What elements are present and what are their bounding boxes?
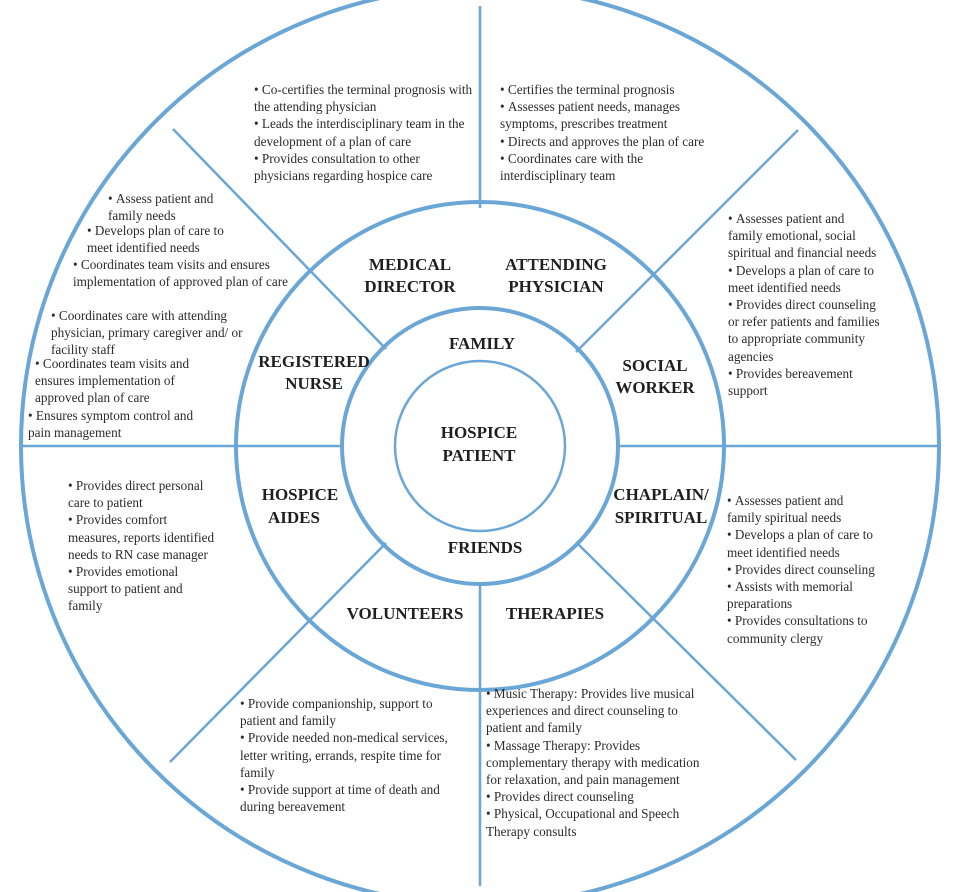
registered-nurse-duty-3: Coordinates team visits and ensures impl… xyxy=(73,256,291,290)
volunteers-label: VOLUNTEERS xyxy=(347,604,464,623)
duty-item: Certifies the terminal prognosis xyxy=(500,81,730,98)
duty-item: Provide support at time of death and dur… xyxy=(240,781,466,815)
volunteers-duties: Provide companionship, support to patien… xyxy=(240,695,466,815)
duty-item: Assess patient and family needs xyxy=(108,190,232,224)
medical-director-label-line2: DIRECTOR xyxy=(364,277,456,296)
duty-item: Physical, Occupational and Speech Therap… xyxy=(486,805,700,839)
registered-nurse-duty-1: Assess patient and family needs xyxy=(108,190,232,224)
duty-item: Massage Therapy: Provides complementary … xyxy=(486,737,700,789)
duty-item: Provides comfort measures, reports ident… xyxy=(68,511,220,563)
medical-director-duties: Co-certifies the terminal prognosis with… xyxy=(254,81,476,184)
duty-item: Provides consultation to other physician… xyxy=(254,150,476,184)
therapies-label: THERAPIES xyxy=(506,604,604,623)
attending-physician-label-line1: ATTENDING xyxy=(505,255,607,274)
duty-item: Provides direct counseling xyxy=(486,788,700,805)
duty-item: Coordinates care with attending physicia… xyxy=(51,307,249,359)
social-worker-duties: Assesses patient and family emotional, s… xyxy=(728,210,880,399)
social-worker-label-line1: SOCIAL xyxy=(622,356,687,375)
registered-nurse-duty-4: Coordinates care with attending physicia… xyxy=(51,307,249,359)
duty-item: Assesses patient and family spiritual ne… xyxy=(727,492,879,526)
duty-item: Coordinates team visits and ensures impl… xyxy=(73,256,291,290)
registered-nurse-duty-6: Ensures symptom control and pain managem… xyxy=(28,407,218,441)
duty-item: Coordinates care with the interdisciplin… xyxy=(500,150,730,184)
duty-item: Develops a plan of care to meet identifi… xyxy=(727,526,879,560)
duty-item: Directs and approves the plan of care xyxy=(500,133,730,150)
duty-item: Co-certifies the terminal prognosis with… xyxy=(254,81,476,115)
duty-item: Assesses patient needs, manages symptoms… xyxy=(500,98,730,132)
duty-item: Provides direct counseling xyxy=(727,561,879,578)
therapies-duties: Music Therapy: Provides live musical exp… xyxy=(486,685,700,840)
divider-upper-left xyxy=(172,128,387,350)
duty-item: Provide needed non-medical services, let… xyxy=(240,729,466,781)
hospice-aides-duties: Provides direct personal care to patient… xyxy=(68,477,220,615)
divider-lower-left xyxy=(169,542,387,763)
chaplain-label-line2: SPIRITUAL xyxy=(615,508,708,527)
duty-item: Provides consultations to community cler… xyxy=(727,612,879,646)
duty-item: Leads the interdisciplinary team in the … xyxy=(254,115,476,149)
social-worker-label-line2: WORKER xyxy=(615,378,695,397)
duty-item: Provides direct counseling or refer pati… xyxy=(728,296,880,365)
attending-physician-label-line2: PHYSICIAN xyxy=(508,277,604,296)
duty-item: Provides emotional support to patient an… xyxy=(68,563,220,615)
attending-physician-duties: Certifies the terminal prognosisAssesses… xyxy=(500,81,730,184)
duty-item: Coordinates team visits and ensures impl… xyxy=(35,355,215,407)
duty-item: Assists with memorial preparations xyxy=(727,578,879,612)
registered-nurse-label-line2: NURSE xyxy=(285,374,343,393)
duty-item: Develops plan of care to meet identified… xyxy=(87,222,242,256)
duty-item: Music Therapy: Provides live musical exp… xyxy=(486,685,700,737)
duty-item: Assesses patient and family emotional, s… xyxy=(728,210,880,262)
registered-nurse-duty-5: Coordinates team visits and ensures impl… xyxy=(35,355,215,407)
medical-director-label-line1: MEDICAL xyxy=(369,255,451,274)
chaplain-duties: Assesses patient and family spiritual ne… xyxy=(727,492,879,647)
divider-lower-right xyxy=(575,541,797,761)
hospice-aides-label-line2: AIDES xyxy=(268,508,320,527)
family-label: FAMILY xyxy=(449,334,515,353)
divider-upper-right xyxy=(575,129,799,353)
chaplain-label-line1: CHAPLAIN/ xyxy=(613,485,709,504)
duty-item: Provides bereavement support xyxy=(728,365,880,399)
outer-ring xyxy=(19,0,941,892)
friends-label: FRIENDS xyxy=(448,538,523,557)
registered-nurse-duty-2: Develops plan of care to meet identified… xyxy=(87,222,242,256)
registered-nurse-label-line1: REGISTERED xyxy=(258,352,369,371)
center-label-line1: HOSPICE xyxy=(441,423,518,442)
patient-ring xyxy=(393,359,567,533)
center-label-line2: PATIENT xyxy=(442,446,516,465)
hospice-aides-label-line1: HOSPICE xyxy=(262,485,339,504)
duty-item: Develops a plan of care to meet identifi… xyxy=(728,262,880,296)
duty-item: Provide companionship, support to patien… xyxy=(240,695,466,729)
duty-item: Ensures symptom control and pain managem… xyxy=(28,407,218,441)
duty-item: Provides direct personal care to patient xyxy=(68,477,220,511)
